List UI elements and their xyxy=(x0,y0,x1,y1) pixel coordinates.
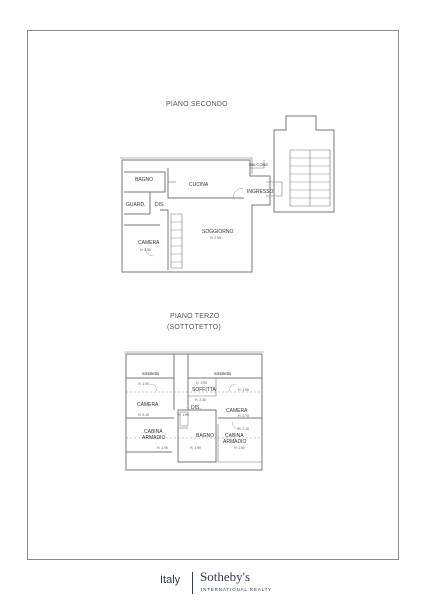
room-label-soffitta: SOFFITTA xyxy=(192,387,216,393)
height-label-3: H. 2.30 xyxy=(195,398,206,402)
room-label-dis-attic: DIS. xyxy=(191,405,201,411)
room-label-camera: CAMERA xyxy=(138,240,160,246)
room-label-ingresso: INGRESSO xyxy=(247,189,274,195)
room-label-cabina-left-2: ARMADIO xyxy=(142,435,166,441)
height-label-1: H. 1.90 xyxy=(138,382,149,386)
footer-brand-sub: INTERNATIONAL REALTY xyxy=(201,587,273,592)
room-label-sottotetto-right: sottotetto xyxy=(214,371,232,376)
room-label-camera-right: CAMERA xyxy=(226,408,248,414)
height-label-4: H. 2.10 xyxy=(138,413,149,417)
height-label-2: H. 1.90 xyxy=(196,381,207,385)
height-label-10: H. 1.90 xyxy=(238,388,249,392)
room-height-camera: H. 2.95 xyxy=(140,248,151,252)
height-label-11: H. 1.90 xyxy=(178,413,189,417)
height-label-9: H. 2.10 xyxy=(238,427,249,431)
room-label-bagno: BAGNO xyxy=(135,177,154,183)
room-label-sottotetto-left: sottotetto xyxy=(142,371,160,376)
room-label-cucina: CUCINA xyxy=(189,182,209,188)
room-label-dis: DIS. xyxy=(155,202,165,208)
room-label-camera-left: CAMERA xyxy=(137,402,159,408)
drawing-frame xyxy=(27,30,399,560)
room-label-soggiorno: SOGGIORNO xyxy=(202,229,234,235)
height-label-6: H. 1.90 xyxy=(157,446,168,450)
footer-brand-logo: Sotheby's xyxy=(200,569,251,584)
room-label-cabina-left-1: CABINA xyxy=(144,429,163,435)
floor-title-attic-line2: (SOTTOTETTO) xyxy=(167,324,221,331)
room-label-cabina-right-1: CABINA xyxy=(225,433,244,439)
floor-title-second: PIANO SECONDO xyxy=(166,101,228,108)
room-height-soggiorno: H. 2.95 xyxy=(210,236,221,240)
height-label-5: H. 2.70 xyxy=(238,414,249,418)
height-label-7: H. 1.90 xyxy=(190,446,201,450)
footer-branding: Italy Sotheby's INTERNATIONAL REALTY xyxy=(0,568,424,598)
footer-separator xyxy=(192,572,193,594)
room-label-bagno-attic: BAGNO xyxy=(196,433,215,439)
height-label-8: H. 1.90 xyxy=(234,446,245,450)
room-label-guard: GUARD. xyxy=(126,202,146,208)
room-label-cabina-right-2: ARMADIO xyxy=(223,439,247,445)
footer-country: Italy xyxy=(160,574,181,586)
floor-title-attic-line1: PIANO TERZO xyxy=(170,313,220,320)
room-label-balcone: BALCONE xyxy=(249,162,269,167)
